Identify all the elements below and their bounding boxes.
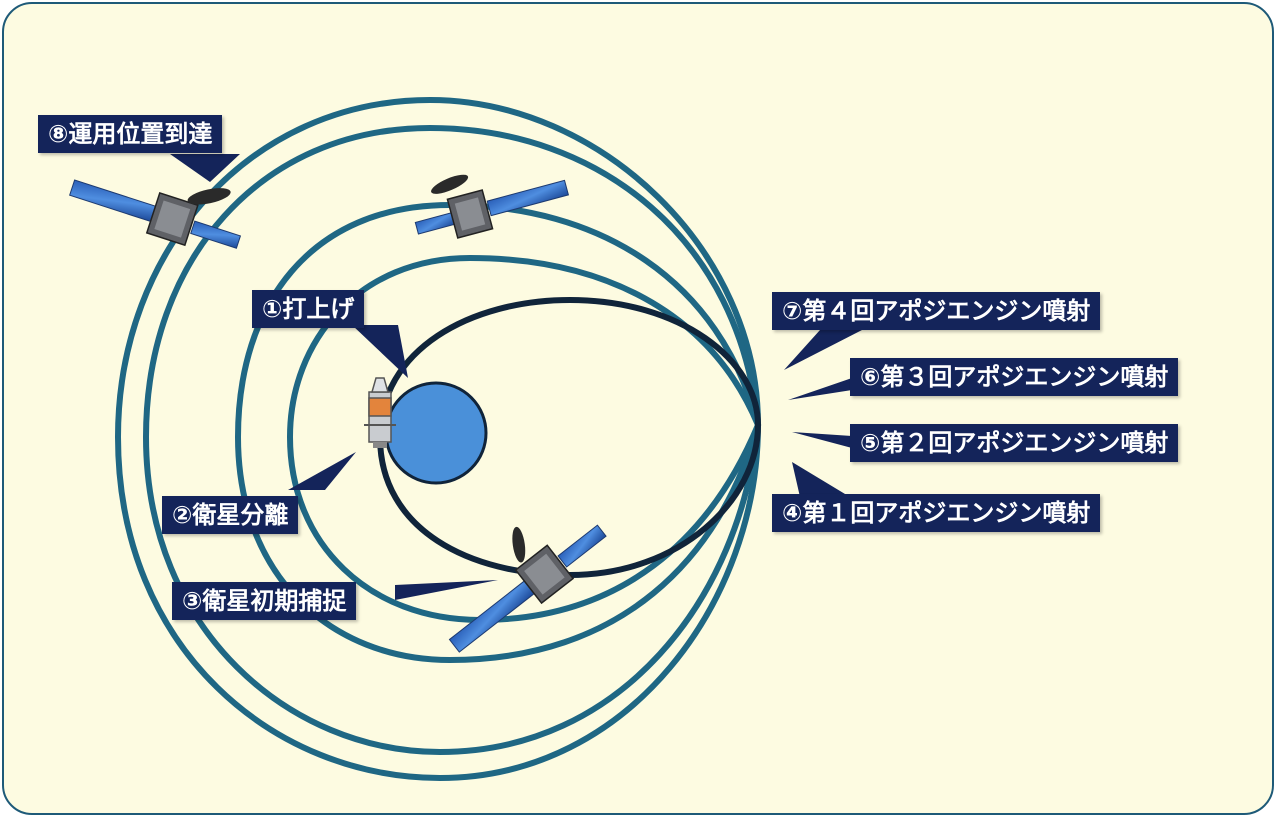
step-aef4-label: ⑦第４回アポジエンジン噴射 (772, 292, 1101, 330)
acquisition-callout-pointer (395, 580, 498, 600)
orbit-final-outer (114, 96, 762, 782)
step-launch-label: ①打上げ (252, 290, 365, 328)
step-aef2-label: ⑤第２回アポジエンジン噴射 (850, 424, 1179, 462)
earth-icon (384, 381, 488, 485)
step-aef1-label: ④第１回アポジエンジン噴射 (772, 494, 1101, 532)
launch-callout-pointer (352, 325, 408, 378)
rocket-icon (364, 377, 396, 448)
step-separation-label: ②衛星分離 (162, 496, 299, 534)
on-station-callout-pointer (170, 154, 240, 182)
step-on-station-label: ⑧運用位置到達 (38, 115, 223, 153)
aef3-callout-pointer (788, 378, 852, 400)
orbit-4 (142, 124, 762, 756)
satellite-icon (448, 524, 607, 653)
aef1-callout-pointer (792, 462, 850, 497)
satellite-icon (414, 174, 570, 239)
satellite-icon (69, 179, 242, 249)
orbit-3 (234, 201, 762, 664)
orbit-2 (286, 254, 762, 624)
aef2-callout-pointer (792, 432, 852, 448)
separation-callout-pointer (288, 452, 356, 490)
aef4-callout-pointer (784, 330, 862, 370)
step-aef3-label: ⑥第３回アポジエンジン噴射 (850, 358, 1179, 396)
step-acquisition-label: ③衛星初期捕捉 (172, 582, 357, 620)
